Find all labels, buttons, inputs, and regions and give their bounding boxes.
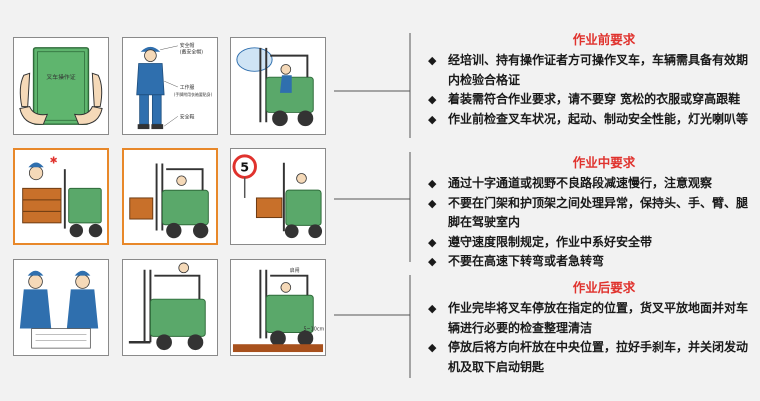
panel-mast-danger xyxy=(122,148,218,245)
shoes-label: 安全鞋 xyxy=(180,113,195,120)
bullet-item: 通过十字通道或视野不良路段减速慢行，注意观察 xyxy=(428,174,758,194)
section-title-pre: 作业前要求 xyxy=(572,32,636,47)
helmet-label: 安全帽 xyxy=(180,42,195,49)
panel-work-attire: 安全帽 (戴安全帽) 工作服 (手脚附用衣袖要贴身) 安全鞋 xyxy=(122,37,218,135)
fork-lowered-illustration xyxy=(128,262,206,351)
panel-operator-certificate: 叉车操作证 xyxy=(13,37,109,135)
uniform-sub: (手脚附用衣袖要贴身) xyxy=(174,92,213,97)
panel-parking: 启闸 5~10cm xyxy=(230,259,326,356)
bullet-item: 着装需符合作业要求，请不要穿 宽松的衣服或穿高跟鞋 xyxy=(428,90,758,110)
bullet-item: 遵守速度限制规定，作业中系好安全带 xyxy=(428,233,758,253)
bullet-item: 不要在高速下转弯或者急转弯 xyxy=(428,252,758,272)
section-pre-operation: 作业前要求 经培训、持有操作证者方可操作叉车，车辆需具备有效期内检验合格证 着装… xyxy=(428,29,758,129)
bullet-list-during: 通过十字通道或视野不良路段减速慢行，注意观察 不要在门架和护顶架之间处理异常，保… xyxy=(428,174,758,272)
panel-speed-limit: 5 xyxy=(230,148,326,245)
pre-check-illustration xyxy=(236,47,314,127)
panel-fork-lowered xyxy=(122,259,218,356)
bullet-item: 停放后将方向杆放在中央位置，拉好手刹车，并关闭发动机及取下启动钥匙 xyxy=(428,338,758,377)
panel-obstacle-warning: ✱ xyxy=(13,148,109,245)
inspection-illustration xyxy=(19,270,99,349)
obstacle-illustration: ✱ xyxy=(22,155,103,238)
bullet-list-post: 作业完毕将叉车停放在指定的位置，货叉平放地面并对车辆进行必要的检查整理清洁 停放… xyxy=(428,299,758,377)
section-title-during: 作业中要求 xyxy=(572,155,636,170)
bullet-item: 经培训、持有操作证者方可操作叉车，车辆需具备有效期内检验合格证 xyxy=(428,51,758,90)
ground-clearance-label: 5~10cm xyxy=(303,327,324,333)
speed-limit-value: 5 xyxy=(240,160,249,175)
section-post-operation: 作业后要求 作业完毕将叉车停放在指定的位置，货叉平放地面并对车辆进行必要的检查整… xyxy=(428,277,758,377)
start-label: 启闸 xyxy=(290,267,300,274)
panel-inspection xyxy=(13,259,109,356)
panel-pre-check xyxy=(230,37,326,135)
speed-limit-illustration: 5 xyxy=(232,154,323,239)
certificate-illustration: 叉车操作证 xyxy=(19,47,103,125)
parking-illustration: 启闸 5~10cm xyxy=(232,267,325,353)
certificate-title: 叉车操作证 xyxy=(46,73,75,81)
uniform-label: 工作服 xyxy=(180,84,195,91)
svg-text:✱: ✱ xyxy=(50,155,58,166)
bullet-item: 不要在门架和护顶架之间处理异常，保持头、手、臂、腿脚在驾驶室内 xyxy=(428,194,758,233)
work-attire-illustration: 安全帽 (戴安全帽) 工作服 (手脚附用衣袖要贴身) 安全鞋 xyxy=(136,42,213,130)
bullet-item: 作业前检查叉车状况，起动、制动安全性能，灯光喇叭等 xyxy=(428,110,758,130)
section-title-post: 作业后要求 xyxy=(572,280,636,295)
section-during-operation: 作业中要求 通过十字通道或视野不良路段减速慢行，注意观察 不要在门架和护顶架之间… xyxy=(428,152,758,272)
mast-danger-illustration xyxy=(129,163,209,239)
helmet-sub: (戴安全帽) xyxy=(180,49,203,56)
bullet-item: 作业完毕将叉车停放在指定的位置，货叉平放地面并对车辆进行必要的检查整理清洁 xyxy=(428,299,758,338)
bullet-list-pre: 经培训、持有操作证者方可操作叉车，车辆需具备有效期内检验合格证 着装需符合作业要… xyxy=(428,51,758,129)
